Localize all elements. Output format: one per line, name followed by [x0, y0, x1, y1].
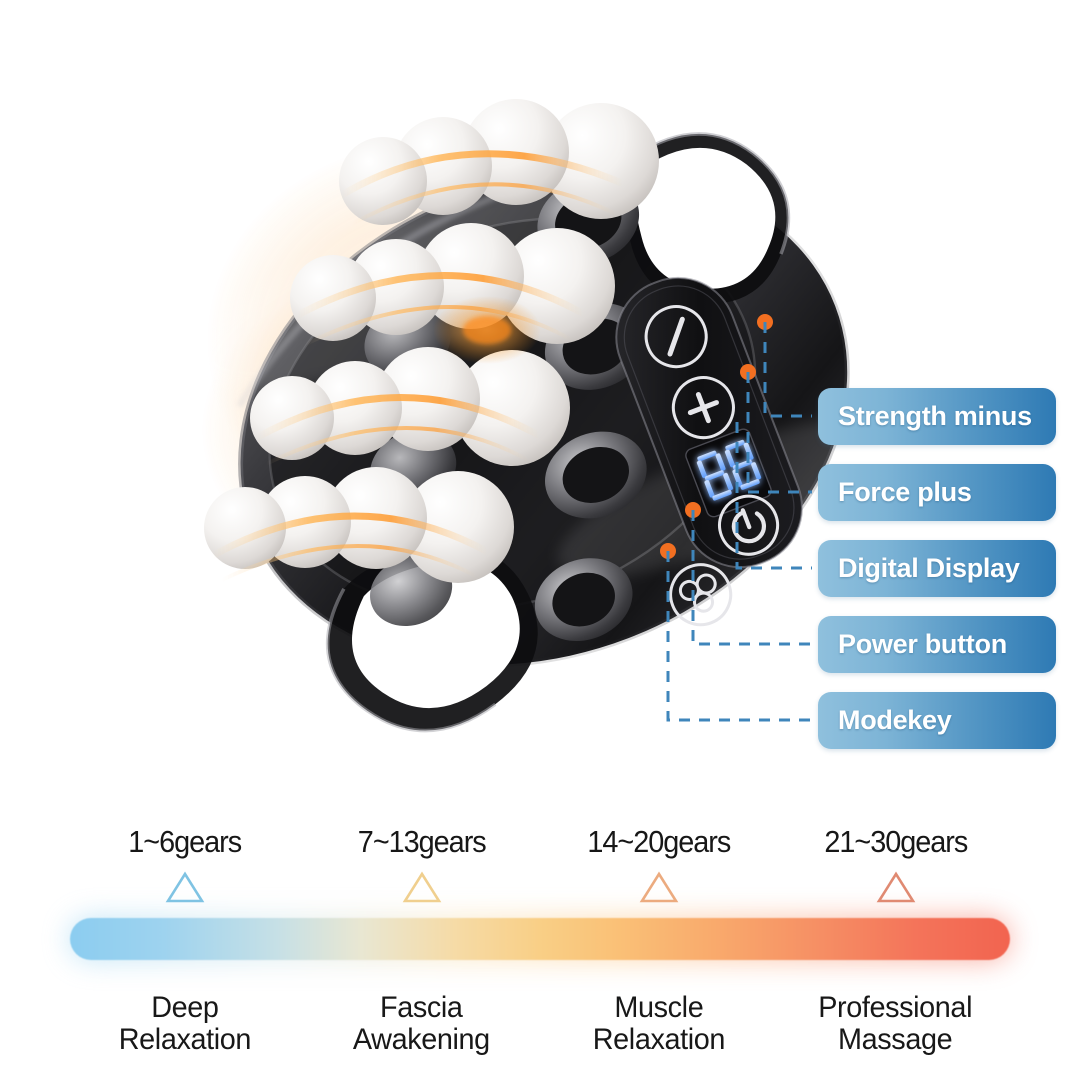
scale-columns: 1~6gears Deep Relaxation 7~13gears Fasci…: [66, 806, 1014, 1080]
gradient-intensity-bar: [70, 918, 1010, 960]
scale-column-deep-relaxation: 1~6gears Deep Relaxation: [66, 806, 303, 1080]
massager-illustration: [195, 99, 896, 733]
gear-range-label-1: 1~6gears: [128, 824, 242, 859]
callout-label-power-button: Power button: [838, 629, 1007, 659]
mode-label-1: Deep Relaxation: [118, 991, 251, 1056]
callout-force-plus[interactable]: Force plus: [818, 464, 1056, 521]
mode-label-1-line1: Deep: [150, 991, 219, 1024]
mode-label-3-line1: Muscle: [614, 991, 703, 1024]
gear-range-label-2: 7~13gears: [357, 824, 487, 859]
mode-label-3: Muscle Relaxation: [592, 991, 725, 1056]
gear-range-label-4: 21~30gears: [824, 824, 968, 859]
mode-label-2: Fascia Awakening: [353, 992, 490, 1056]
mode-label-2-line1: Fascia: [380, 991, 463, 1024]
product-image: [195, 99, 896, 733]
force-plus-button[interactable]: [665, 369, 743, 447]
callout-list: Strength minus Force plus Digital Displa…: [818, 388, 1056, 749]
callout-label-mode-key: Modekey: [838, 705, 952, 735]
callout-digital-display[interactable]: Digital Display: [818, 540, 1056, 597]
intensity-scale: 1~6gears Deep Relaxation 7~13gears Fasci…: [0, 806, 1080, 1080]
scale-column-fascia-awakening: 7~13gears Fascia Awakening: [303, 806, 540, 1080]
triangle-marker-1: [165, 871, 204, 903]
scale-column-professional-massage: 21~30gears Professional Massage: [777, 806, 1014, 1080]
scale-column-muscle-relaxation: 14~20gears Muscle Relaxation: [540, 806, 777, 1080]
handle-grip-upper: [616, 132, 791, 304]
callout-label-force-plus: Force plus: [838, 477, 972, 507]
mode-label-2-line2: Awakening: [353, 1022, 490, 1056]
triangle-marker-2: [402, 871, 441, 903]
callout-power-button[interactable]: Power button: [818, 616, 1056, 673]
callout-strength-minus[interactable]: Strength minus: [818, 388, 1056, 445]
mode-label-4-line2: Massage: [838, 1022, 953, 1056]
callout-label-digital-display: Digital Display: [838, 553, 1020, 583]
gear-range-label-3: 14~20gears: [587, 824, 731, 859]
callout-mode-key[interactable]: Modekey: [818, 692, 1056, 749]
strength-minus-button[interactable]: [637, 298, 715, 376]
heat-energy-arcs: [210, 150, 626, 582]
mode-label-1-line2: Relaxation: [118, 1022, 251, 1056]
triangle-marker-3: [639, 871, 678, 903]
callout-label-strength-minus: Strength minus: [838, 401, 1032, 431]
mode-label-4: Professional Massage: [819, 992, 973, 1056]
triangle-marker-4: [876, 871, 915, 903]
mode-label-4-line1: Professional: [818, 991, 973, 1024]
mode-label-3-line2: Relaxation: [592, 1022, 725, 1056]
